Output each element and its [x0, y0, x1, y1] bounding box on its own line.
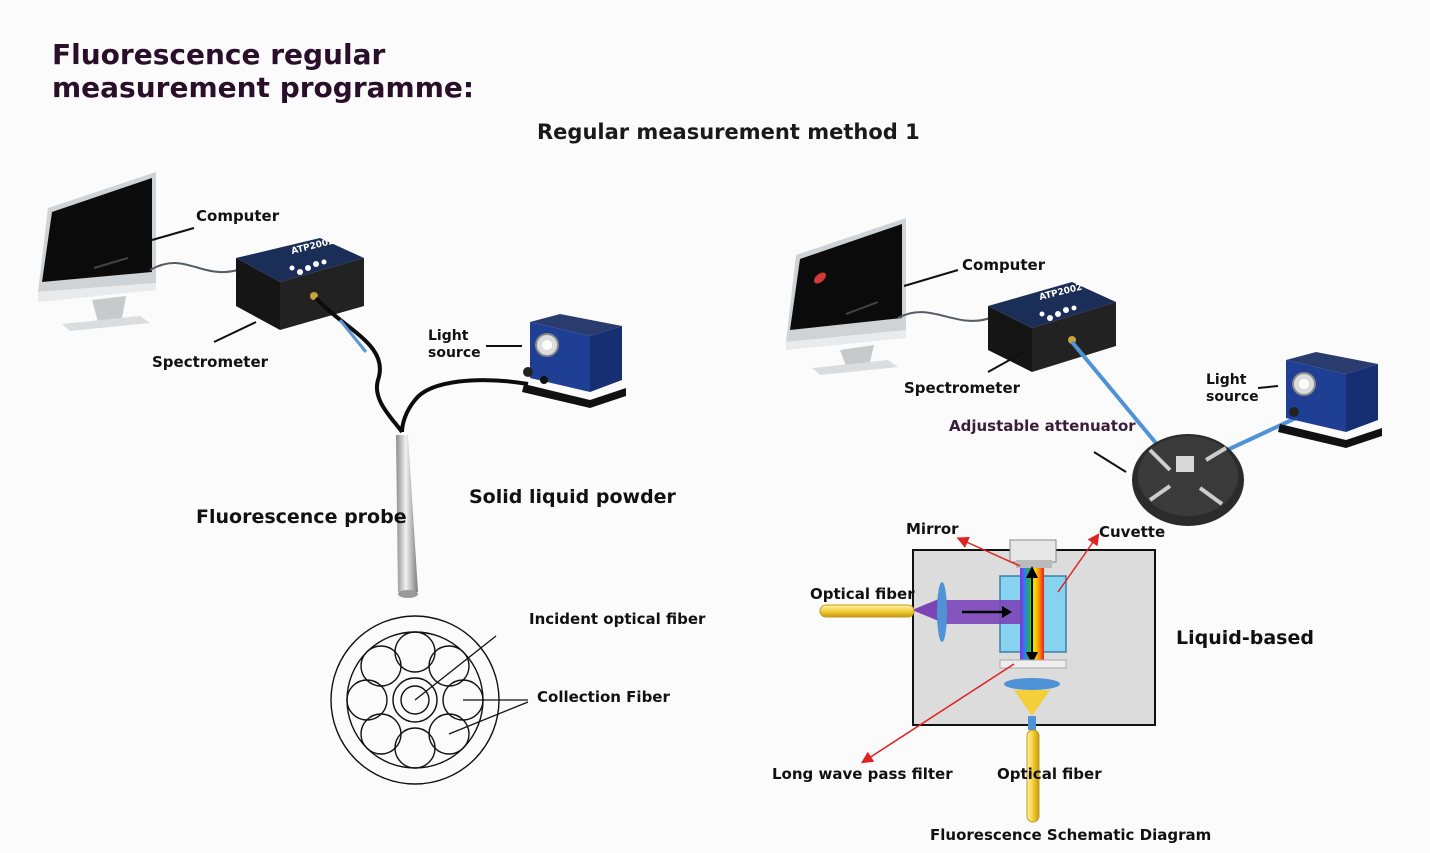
right-leader-lines — [903, 269, 1279, 473]
sample-label: Solid liquid powder — [469, 486, 676, 508]
cuvette-label: Cuvette — [1099, 523, 1166, 541]
right-computer-monitor — [786, 218, 906, 375]
attenuator-label: Adjustable attenuator — [949, 417, 1136, 435]
focus-cone — [1014, 690, 1050, 716]
optical-fiber-output-label: Optical fiber — [997, 765, 1102, 783]
left-light-fiber — [400, 378, 529, 433]
optical-fiber-output — [1026, 729, 1040, 823]
left-light-source-line1: Light — [428, 328, 469, 344]
liquid-based-label: Liquid-based — [1176, 627, 1314, 649]
adjustable-attenuator-device — [1132, 434, 1244, 526]
cuvette-arrow — [1057, 533, 1100, 593]
filter-label: Long wave pass filter — [772, 765, 953, 783]
right-spectrometer-label: Spectrometer — [904, 379, 1021, 397]
left-light-source-label: Light source — [428, 328, 481, 362]
page-title-line2: measurement programme: — [52, 71, 475, 104]
mirror-arrow — [956, 536, 1021, 567]
optical-fiber-input — [819, 604, 915, 618]
optical-fiber-input-label: Optical fiber — [810, 585, 915, 603]
right-computer-label: Computer — [962, 256, 1046, 274]
page-title-line1: Fluorescence regular — [52, 38, 386, 71]
page-title: Fluorescence regular measurement program… — [52, 38, 474, 104]
right-light-source-line1: Light — [1206, 372, 1247, 388]
right-fiber-to-attenuator — [1070, 340, 1162, 450]
right-usb-cable — [897, 311, 991, 322]
long-wave-pass-filter — [999, 659, 1067, 669]
fluorescence-schematic — [819, 533, 1156, 823]
mirror-element — [1009, 539, 1057, 563]
output-lens — [1004, 678, 1060, 690]
incident-fiber-label: Incident optical fiber — [529, 610, 706, 628]
fluorescence-probe-rod — [396, 435, 418, 598]
input-lens — [937, 582, 947, 642]
left-computer-monitor — [38, 172, 156, 331]
left-spectrometer-device: ATP2002 — [236, 237, 364, 330]
left-fiber-highlight — [338, 319, 368, 353]
right-light-source-line2: source — [1206, 389, 1259, 405]
right-light-source-device — [1278, 352, 1382, 448]
left-light-source-line2: source — [428, 345, 481, 361]
left-usb-cable — [149, 261, 239, 274]
mirror-label: Mirror — [906, 520, 959, 538]
schematic-caption: Fluorescence Schematic Diagram — [930, 826, 1212, 844]
left-leader-lines — [151, 227, 529, 735]
left-spectrometer-fiber — [314, 296, 404, 434]
right-spectrometer-device: ATP2002 — [988, 282, 1116, 372]
filter-arrow — [860, 663, 1015, 764]
left-light-source-device — [522, 314, 626, 408]
left-computer-label: Computer — [196, 207, 280, 225]
fluorescence-probe-label: Fluorescence probe — [196, 506, 407, 528]
collection-fiber-label: Collection Fiber — [537, 688, 670, 706]
fiber-bundle-cross-section — [330, 615, 500, 785]
left-spectrometer-label: Spectrometer — [152, 353, 269, 371]
right-light-source-label: Light source — [1206, 372, 1259, 406]
mirror-base — [1016, 560, 1052, 568]
section-subtitle: Regular measurement method 1 — [537, 120, 920, 144]
